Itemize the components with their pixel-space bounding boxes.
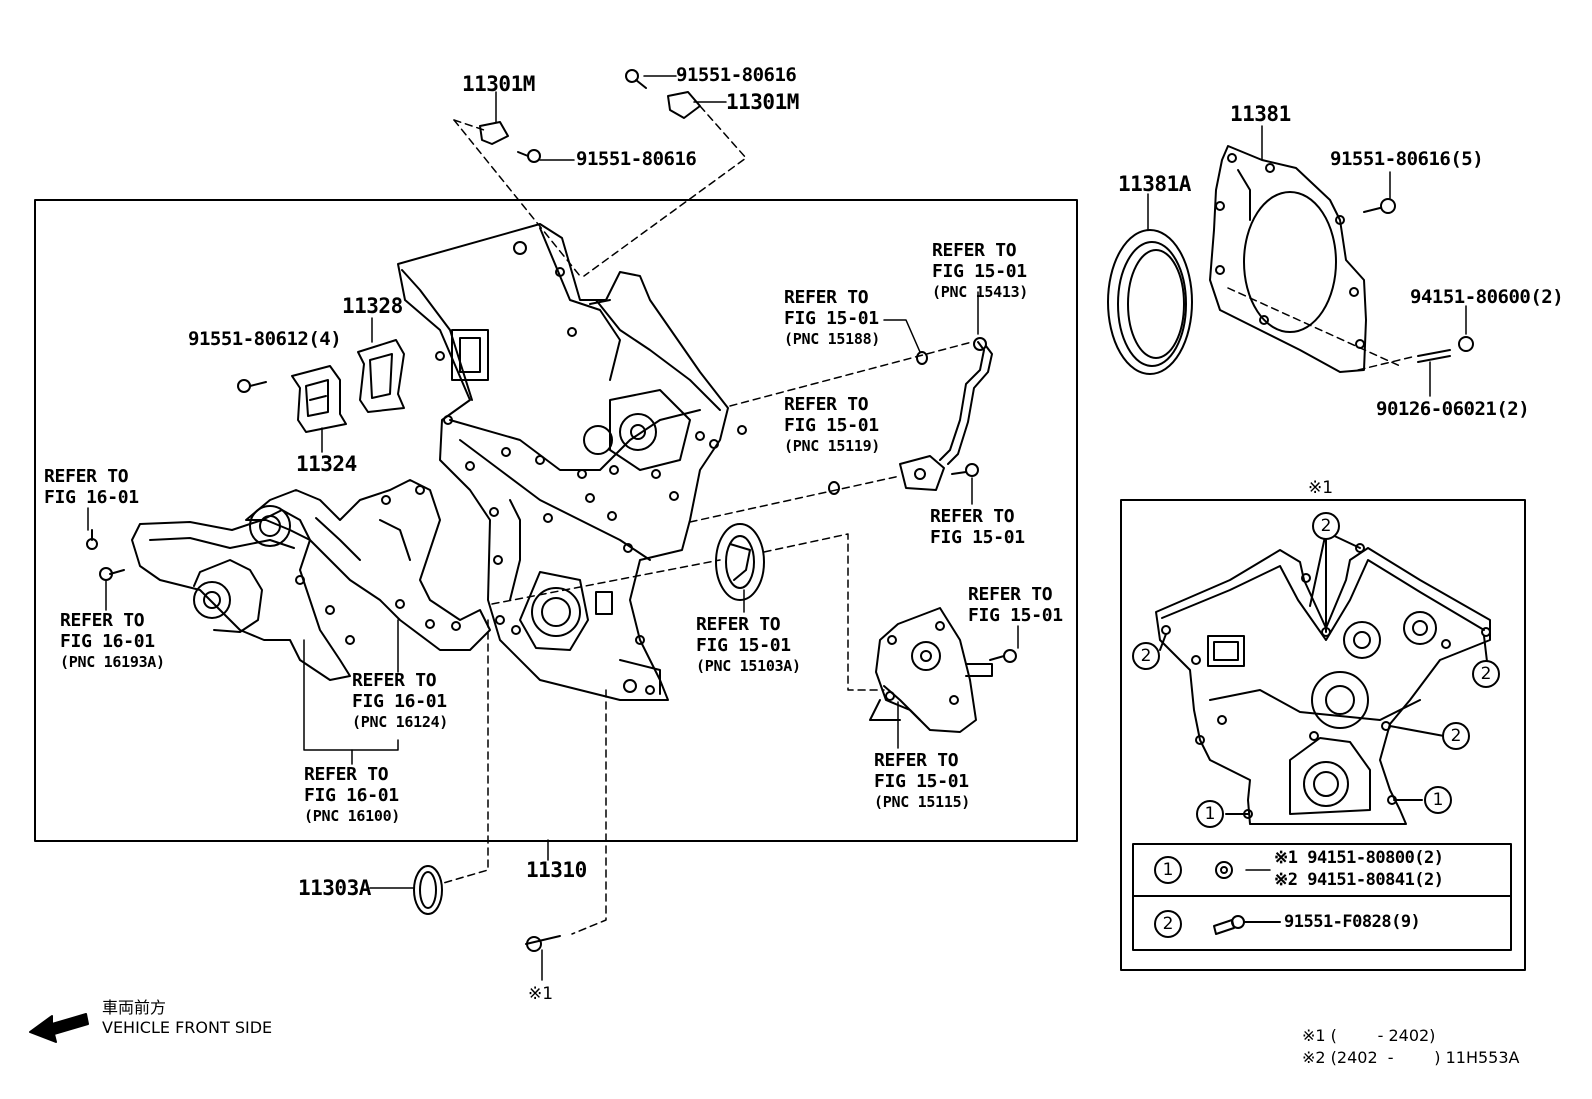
part-91551-80616-5: 91551-80616(5) bbox=[1330, 148, 1484, 170]
refer-line2: FIG 15-01 bbox=[930, 527, 1025, 548]
part-91551-80616-mid: 91551-80616 bbox=[576, 148, 697, 170]
refer-16100: REFER TO FIG 16-01 (PNC 16100) bbox=[304, 766, 400, 824]
refer-line1: REFER TO bbox=[60, 610, 145, 631]
refer-line1: REFER TO bbox=[968, 584, 1053, 605]
refer-line2: FIG 16-01 bbox=[60, 631, 155, 652]
inset-callout-2-lower: 2 bbox=[1442, 722, 1470, 750]
front-oil-seal-shape bbox=[413, 865, 443, 915]
part-91551-80616-top: 91551-80616 bbox=[676, 64, 797, 86]
part-91551-80612-4: 91551-80612(4) bbox=[188, 328, 342, 350]
refer-line2: FIG 15-01 bbox=[784, 308, 879, 329]
part-94151-80600-2: 94151-80600(2) bbox=[1410, 286, 1564, 308]
part-11328: 11328 bbox=[342, 294, 403, 318]
refer-line1: REFER TO bbox=[874, 750, 959, 771]
refer-pnc: (PNC 15188) bbox=[784, 330, 881, 348]
refer-line2: FIG 15-01 bbox=[968, 605, 1063, 626]
refer-15103A: REFER TO FIG 15-01 (PNC 15103A) bbox=[696, 616, 801, 674]
timing-cover-shape bbox=[397, 223, 747, 701]
refer-16-01-a: REFER TO FIG 16-01 bbox=[44, 468, 139, 507]
refer-line2: FIG 16-01 bbox=[352, 691, 447, 712]
inset-callout-2-right: 2 bbox=[1472, 660, 1500, 688]
part-11381: 11381 bbox=[1230, 102, 1291, 126]
front-direction-arrow bbox=[29, 1013, 89, 1043]
refer-15119: REFER TO FIG 15-01 (PNC 15119) bbox=[784, 396, 880, 454]
refer-pnc: (PNC 15115) bbox=[874, 793, 971, 811]
refer-pnc: (PNC 16193A) bbox=[60, 653, 165, 671]
gasket-11328-shape bbox=[357, 339, 405, 413]
refer-15413: REFER TO FIG 15-01 (PNC 15413) bbox=[932, 242, 1028, 300]
inset-cover-shape bbox=[1155, 531, 1491, 825]
refer-line1: REFER TO bbox=[696, 614, 781, 635]
part-90126-06021-2: 90126-06021(2) bbox=[1376, 398, 1530, 420]
water-pump-shape bbox=[131, 479, 491, 681]
rear-oil-seal-shape bbox=[1107, 229, 1193, 375]
legend-bolt-shape bbox=[1213, 915, 1281, 935]
part-11301M-left: 11301M bbox=[462, 72, 535, 96]
legend-nut-shape bbox=[1215, 861, 1233, 879]
rear-retainer-shape bbox=[1209, 145, 1367, 373]
footnote-2: ※2 (2402 - ) 11H553A bbox=[1302, 1048, 1520, 1067]
bolts-shape bbox=[86, 198, 1474, 952]
inset-frame bbox=[1120, 499, 1526, 971]
legend-row2-part-a: 91551-F0828(9) bbox=[1284, 912, 1421, 932]
refer-line2: FIG 15-01 bbox=[932, 261, 1027, 282]
inset-callout-2-left: 2 bbox=[1132, 642, 1160, 670]
inset-callout-2-top: 2 bbox=[1312, 512, 1340, 540]
bolt-note: ※1 bbox=[528, 984, 554, 1004]
refer-15-01-b: REFER TO FIG 15-01 bbox=[968, 586, 1063, 625]
refer-line2: FIG 15-01 bbox=[784, 415, 879, 436]
refer-line1: REFER TO bbox=[304, 764, 389, 785]
refer-line1: REFER TO bbox=[932, 240, 1017, 261]
refer-15188: REFER TO FIG 15-01 (PNC 15188) bbox=[784, 289, 880, 347]
refer-line2: FIG 16-01 bbox=[44, 487, 139, 508]
refer-15-01-a: REFER TO FIG 15-01 bbox=[930, 508, 1025, 547]
oil-pipe-shape bbox=[828, 337, 993, 495]
refer-15115: REFER TO FIG 15-01 (PNC 15115) bbox=[874, 752, 970, 810]
oil-pump-shape bbox=[869, 607, 1017, 733]
main-group-frame bbox=[34, 199, 1078, 842]
part-11303A: 11303A bbox=[298, 876, 371, 900]
refer-pnc: (PNC 16100) bbox=[304, 807, 401, 825]
part-11310: 11310 bbox=[526, 858, 587, 882]
legend-row1-part-b: ※2 94151-80841(2) bbox=[1274, 870, 1444, 890]
refer-16193A: REFER TO FIG 16-01 (PNC 16193A) bbox=[60, 612, 165, 670]
part-11301M-right: 11301M bbox=[726, 90, 799, 114]
part-11381A: 11381A bbox=[1118, 172, 1191, 196]
cam-sensor-right-shape bbox=[625, 69, 701, 119]
cam-sensor-left-shape bbox=[479, 121, 541, 163]
refer-pnc: (PNC 15103A) bbox=[696, 657, 801, 675]
legend-row1-number: 1 bbox=[1154, 856, 1182, 884]
refer-line1: REFER TO bbox=[784, 287, 869, 308]
inset-callout-1-right: 1 bbox=[1424, 786, 1452, 814]
refer-pnc: (PNC 16124) bbox=[352, 713, 449, 731]
part-11324: 11324 bbox=[296, 452, 357, 476]
refer-line2: FIG 15-01 bbox=[696, 635, 791, 656]
inset-callout-1-left: 1 bbox=[1196, 800, 1224, 828]
refer-pnc: (PNC 15119) bbox=[784, 437, 881, 455]
refer-line2: FIG 15-01 bbox=[874, 771, 969, 792]
refer-line1: REFER TO bbox=[352, 670, 437, 691]
refer-line1: REFER TO bbox=[784, 394, 869, 415]
refer-line2: FIG 16-01 bbox=[304, 785, 399, 806]
legend-row1-part-a: ※1 94151-80800(2) bbox=[1274, 848, 1444, 868]
direction-en: VEHICLE FRONT SIDE bbox=[102, 1018, 273, 1037]
inset-title: ※1 bbox=[1308, 478, 1334, 498]
refer-line1: REFER TO bbox=[44, 466, 129, 487]
gasket-11324-shape bbox=[291, 365, 347, 433]
legend-row2-number: 2 bbox=[1154, 910, 1182, 938]
refer-16124: REFER TO FIG 16-01 (PNC 16124) bbox=[352, 672, 448, 730]
footnote-1: ※1 ( - 2402) bbox=[1302, 1026, 1436, 1045]
direction-jp: 車両前方 bbox=[102, 998, 167, 1017]
refer-line1: REFER TO bbox=[930, 506, 1015, 527]
oil-pump-rotor-shape bbox=[715, 523, 765, 601]
refer-pnc: (PNC 15413) bbox=[932, 283, 1029, 301]
